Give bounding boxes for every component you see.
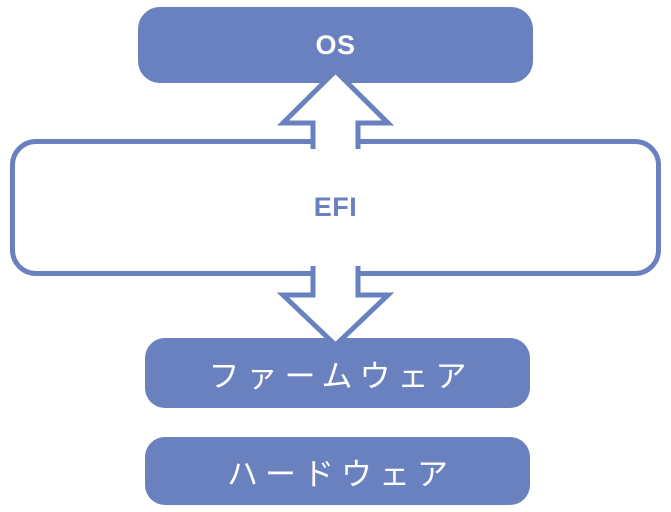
up-arrow-icon: [276, 67, 395, 149]
efi-label: EFI: [313, 192, 358, 222]
hardware-label: ハードウェア: [227, 456, 455, 492]
efi-box: EFI: [10, 139, 661, 276]
firmware-box: ファームウェア: [145, 338, 530, 408]
down-arrow-icon: [276, 266, 395, 349]
firmware-label: ファームウェア: [208, 358, 474, 394]
os-label: OS: [315, 29, 356, 60]
hardware-box: ハードウェア: [145, 437, 530, 505]
